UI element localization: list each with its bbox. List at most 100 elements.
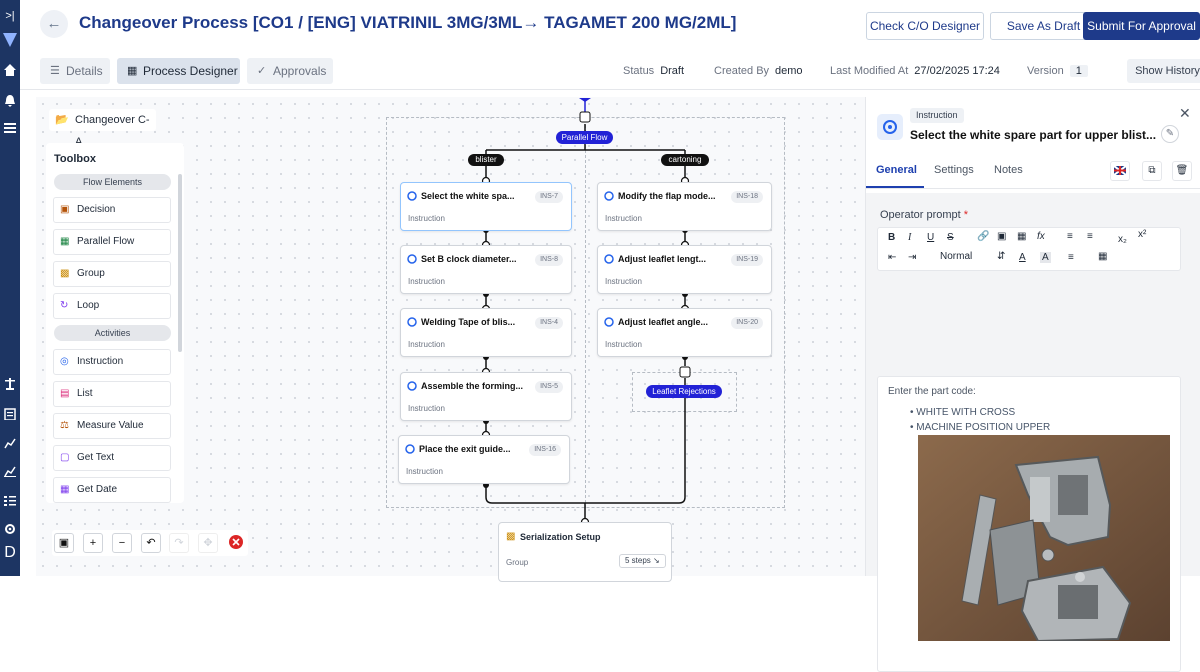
- branch-label-cartoning[interactable]: cartoning: [661, 154, 709, 166]
- modified-label: Last Modified At: [830, 65, 909, 77]
- undo-icon[interactable]: ↶: [141, 533, 161, 553]
- indent-icon[interactable]: ⇥: [908, 252, 917, 263]
- node-id-badge: INS-20: [731, 317, 763, 329]
- back-arrow-icon[interactable]: ←: [40, 10, 68, 38]
- toolbox-item-list[interactable]: ▤List: [53, 381, 171, 407]
- check-designer-button[interactable]: Check C/O Designer: [866, 12, 984, 40]
- home-icon[interactable]: [0, 64, 20, 76]
- node-title: Adjust leaflet lengt...: [618, 254, 707, 264]
- toolbox-item-label: Decision: [77, 204, 116, 215]
- tab-approvals-label: Approvals: [273, 64, 327, 78]
- node-id-badge: INS-5: [535, 381, 563, 393]
- superscript-icon[interactable]: x²: [1138, 229, 1147, 240]
- duplicate-icon[interactable]: ⧉: [1142, 161, 1162, 181]
- toolbox-item-label: List: [77, 388, 93, 399]
- node-type: Instruction: [408, 277, 445, 286]
- image-icon[interactable]: ▣: [997, 231, 1007, 242]
- tab-settings[interactable]: Settings: [934, 164, 974, 176]
- properties-panel: Instruction Select the white spare part …: [865, 97, 1200, 672]
- instruction-icon: [407, 254, 417, 264]
- node-id-badge: INS-7: [535, 191, 563, 203]
- clipboard-icon[interactable]: [0, 408, 20, 420]
- align-icon[interactable]: ≡: [1068, 252, 1074, 263]
- tab-general[interactable]: General: [876, 164, 917, 176]
- toolbox-item-loop[interactable]: ↻Loop: [53, 293, 171, 319]
- menu-icon[interactable]: [0, 122, 20, 134]
- operator-prompt-editor[interactable]: Enter the part code: • WHITE WITH CROSS …: [877, 376, 1181, 672]
- steps-badge[interactable]: 5 steps ↘: [619, 554, 666, 568]
- balance-icon[interactable]: [0, 378, 20, 390]
- chart-icon[interactable]: [0, 437, 20, 449]
- node-id-badge: INS-4: [535, 317, 563, 329]
- move-icon[interactable]: ✥: [198, 533, 218, 553]
- toolbox-item-get-text[interactable]: ▢Get Text: [53, 445, 171, 471]
- edit-pencil-icon[interactable]: ✎: [1161, 125, 1179, 143]
- node-id-badge: INS-8: [535, 254, 563, 266]
- tab-details[interactable]: ☰Details: [40, 58, 110, 84]
- instruction-icon: [604, 191, 614, 201]
- redo-icon[interactable]: ↷: [169, 533, 189, 553]
- zoom-out-icon[interactable]: −: [112, 533, 132, 553]
- toolbox-item-parallel-flow[interactable]: ▦Parallel Flow: [53, 229, 171, 255]
- status-label: Status: [623, 65, 655, 77]
- table-icon[interactable]: ▦: [1098, 251, 1108, 262]
- bullet-list-icon[interactable]: ≡: [1087, 231, 1093, 242]
- close-circle-icon[interactable]: [226, 533, 246, 553]
- zoom-in-icon[interactable]: +: [83, 533, 103, 553]
- save-draft-button[interactable]: Save As Draft: [990, 12, 1097, 40]
- strikethrough-icon[interactable]: S: [947, 232, 954, 243]
- tab-approvals[interactable]: ✓Approvals: [247, 58, 333, 84]
- show-history-button[interactable]: Show History: [1127, 59, 1200, 83]
- video-icon[interactable]: ▦: [1017, 231, 1027, 242]
- fit-view-icon[interactable]: ▣: [54, 533, 74, 553]
- checklist-icon[interactable]: [0, 494, 20, 506]
- subscript-icon[interactable]: x₂: [1118, 234, 1127, 245]
- trend-icon[interactable]: [0, 465, 20, 477]
- left-nav-rail: >| D: [0, 0, 20, 576]
- formula-icon[interactable]: fx: [1037, 231, 1045, 242]
- grid-icon: ▦: [127, 65, 138, 77]
- node-type: Instruction: [408, 214, 445, 223]
- changeover-label[interactable]: 📂Changeover C-A: [49, 109, 156, 148]
- user-avatar[interactable]: D: [4, 544, 16, 561]
- toolbox-scrollbar[interactable]: [178, 174, 182, 352]
- toolbox-item-group[interactable]: ▩Group: [53, 261, 171, 287]
- expand-nav-icon[interactable]: >|: [5, 10, 15, 22]
- outdent-icon[interactable]: ⇤: [888, 252, 897, 263]
- link-icon[interactable]: 🔗: [977, 231, 990, 242]
- close-icon[interactable]: ✕: [1179, 105, 1191, 121]
- toolbox-item-measure-value[interactable]: ⚖Measure Value: [53, 413, 171, 439]
- trash-icon[interactable]: 🗑: [1172, 161, 1192, 181]
- branch-label-blister[interactable]: blister: [468, 154, 504, 166]
- toolbox-item-decision[interactable]: ▣Decision: [53, 197, 171, 223]
- bold-icon[interactable]: B: [888, 232, 896, 243]
- settings-icon[interactable]: [0, 523, 20, 535]
- highlight-icon[interactable]: A: [1040, 252, 1051, 263]
- italic-icon[interactable]: I: [908, 232, 912, 243]
- format-select[interactable]: Normal ⇵: [940, 251, 1005, 262]
- required-marker: *: [963, 209, 969, 221]
- toolbox-item-get-date[interactable]: ▦Get Date: [53, 477, 171, 503]
- leaflet-rejections-badge[interactable]: Leaflet Rejections: [646, 385, 722, 398]
- ordered-list-icon[interactable]: ≡: [1067, 231, 1073, 242]
- panel-title: Select the white spare part for upper bl…: [910, 128, 1157, 142]
- text-color-icon[interactable]: A: [1019, 252, 1026, 263]
- tab-process-designer[interactable]: ▦Process Designer: [117, 58, 240, 84]
- submit-approval-button[interactable]: Submit For Approval: [1083, 12, 1200, 40]
- tab-notes[interactable]: Notes: [994, 164, 1023, 176]
- serialization-group-node[interactable]: ▩ Serialization Setup Group 5 steps ↘: [498, 522, 672, 582]
- bell-icon[interactable]: [0, 95, 20, 107]
- parallel-flow-badge[interactable]: Parallel Flow: [556, 131, 613, 144]
- underline-icon[interactable]: U: [927, 232, 935, 243]
- toolbox-title: Toolbox: [54, 153, 96, 165]
- language-flag-icon[interactable]: [1110, 161, 1130, 181]
- toolbox-item-instruction[interactable]: ◎Instruction: [53, 349, 171, 375]
